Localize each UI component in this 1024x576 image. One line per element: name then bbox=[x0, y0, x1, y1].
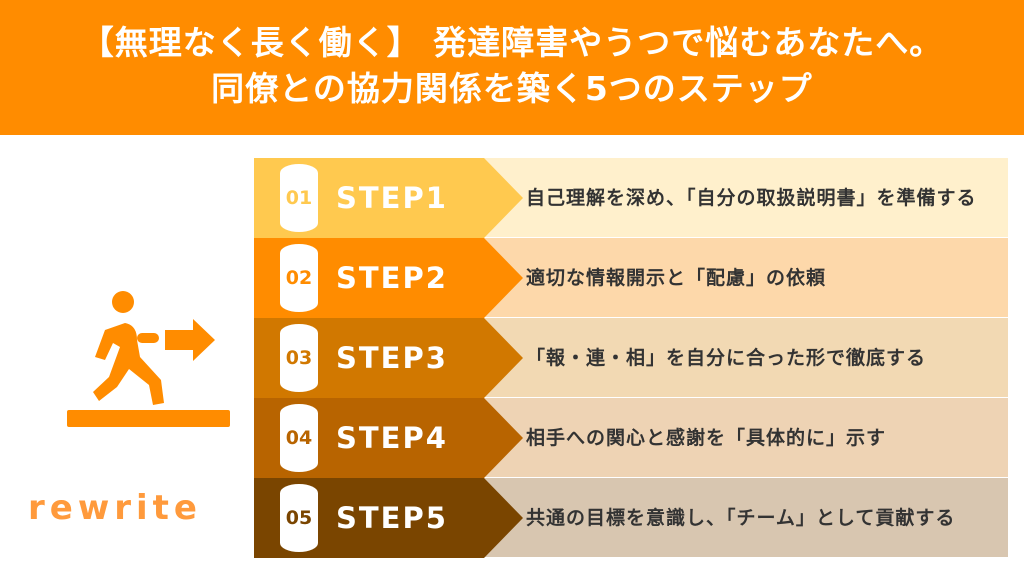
step-label: STEP2 bbox=[336, 261, 448, 295]
steps-list: 01 STEP1 自己理解を深め、「自分の取扱説明書」を準備する 02 STEP… bbox=[254, 158, 1008, 558]
step-description: 「報・連・相」を自分に合った形で徹底する bbox=[526, 347, 927, 369]
rewrite-logo: rewrite bbox=[28, 488, 202, 528]
step-label: STEP5 bbox=[336, 501, 448, 535]
step-description: 相手への関心と感謝を「具体的に」示す bbox=[526, 427, 887, 449]
step-row: 03 STEP3 「報・連・相」を自分に合った形で徹底する bbox=[254, 318, 1008, 398]
step-row: 01 STEP1 自己理解を深め、「自分の取扱説明書」を準備する bbox=[254, 158, 1008, 238]
step-number-badge: 04 bbox=[280, 404, 318, 472]
step-arrow bbox=[254, 318, 523, 398]
step-arrow bbox=[254, 478, 523, 558]
step-number-badge: 05 bbox=[280, 484, 318, 552]
title-line-1: 【無理なく長く働く】 発達障害やうつで悩むあなたへ。 bbox=[80, 23, 944, 62]
step-description: 自己理解を深め、「自分の取扱説明書」を準備する bbox=[526, 187, 977, 209]
page-title: 【無理なく長く働く】 発達障害やうつで悩むあなたへ。 同僚との協力関係を築く5つ… bbox=[0, 0, 1024, 135]
step-number-badge: 03 bbox=[280, 324, 318, 392]
step-row: 02 STEP2 適切な情報開示と「配慮」の依頼 bbox=[254, 238, 1008, 318]
step-label: STEP1 bbox=[336, 181, 448, 215]
step-arrow bbox=[254, 238, 523, 318]
title-line-2: 同僚との協力関係を築く5つのステップ bbox=[211, 69, 813, 108]
step-label: STEP4 bbox=[336, 421, 448, 455]
step-row: 04 STEP4 相手への関心と感謝を「具体的に」示す bbox=[254, 398, 1008, 478]
step-label: STEP3 bbox=[336, 341, 448, 375]
step-arrow bbox=[254, 158, 523, 238]
step-number-badge: 02 bbox=[280, 244, 318, 312]
step-row: 05 STEP5 共通の目標を意識し、「チーム」として貢献する bbox=[254, 478, 1008, 558]
step-description: 共通の目標を意識し、「チーム」として貢献する bbox=[526, 507, 956, 529]
step-number-badge: 01 bbox=[280, 164, 318, 232]
step-arrow bbox=[254, 398, 523, 478]
step-description: 適切な情報開示と「配慮」の依頼 bbox=[526, 267, 827, 289]
walking-person-exit-icon bbox=[65, 285, 235, 434]
